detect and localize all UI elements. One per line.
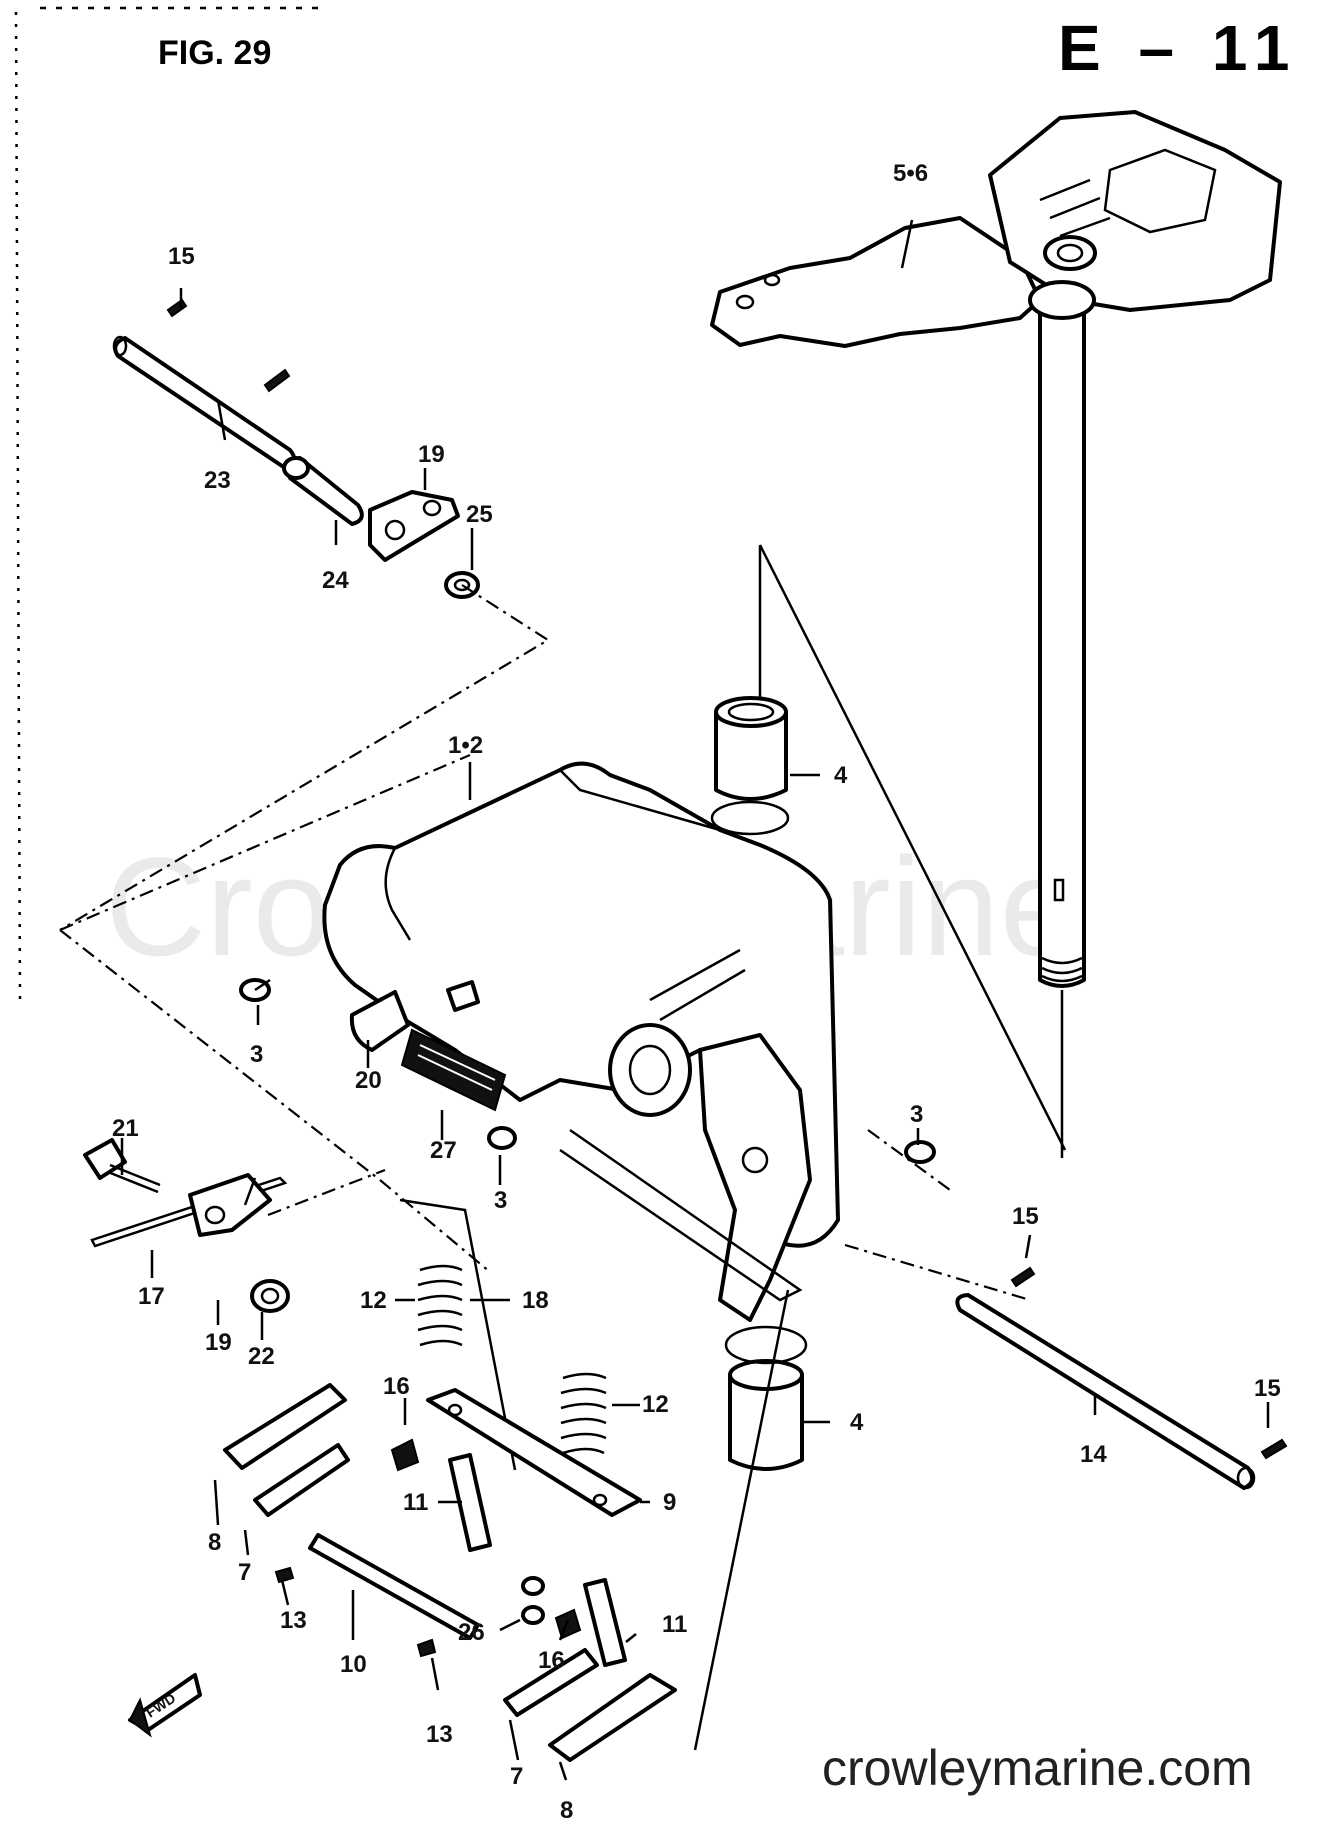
callout-15: 15 [1254, 1375, 1281, 1402]
lower-bush-part [724, 1325, 808, 1471]
callouts: 5•6 15 23 19 25 24 1•2 4 3 20 27 3 3 21 … [112, 160, 1281, 1824]
callout-22: 22 [248, 1343, 275, 1370]
callout-20: 20 [355, 1067, 382, 1094]
callout-3: 3 [250, 1041, 263, 1068]
fwd-arrow-icon: FWD [128, 1673, 202, 1738]
link-11-part [448, 1453, 627, 1667]
rod-18-part [399, 1198, 517, 1471]
lever-plate-bottom-part [503, 1648, 677, 1762]
callout-19: 19 [205, 1329, 232, 1356]
callout-23: 23 [204, 467, 231, 494]
lever-plate-7-8-part [223, 1383, 350, 1517]
callout-17: 17 [138, 1283, 165, 1310]
callout-16: 16 [538, 1647, 565, 1674]
leader-lines [120, 219, 1270, 1781]
callout-15: 15 [1012, 1203, 1039, 1230]
upper-bush-part [710, 696, 790, 836]
callout-13: 13 [280, 1607, 307, 1634]
phantom-lines [59, 544, 1067, 1751]
pin-15-part [1010, 1266, 1288, 1460]
callout-16: 16 [383, 1373, 410, 1400]
caution-label-part [400, 1028, 507, 1112]
callout-3: 3 [910, 1101, 923, 1128]
callout-11: 11 [662, 1611, 687, 1638]
bolt-21-part [83, 1138, 161, 1194]
callout-26: 26 [458, 1619, 485, 1646]
callout-25: 25 [466, 501, 493, 528]
callout-1-2: 1•2 [448, 732, 483, 759]
shaft-14-part [955, 1293, 1256, 1490]
callout-10: 10 [340, 1651, 367, 1678]
callout-12: 12 [642, 1391, 669, 1418]
callout-13: 13 [426, 1721, 453, 1748]
cam-19-part [188, 1173, 272, 1237]
cam-plate-part [368, 490, 460, 562]
bushing-part [282, 456, 364, 526]
callout-5-6: 5•6 [893, 160, 928, 187]
callout-19: 19 [418, 441, 445, 468]
callout-7: 7 [238, 1559, 251, 1586]
spring-part [417, 1264, 607, 1455]
margin-line [14, 11, 22, 1001]
callout-18: 18 [522, 1287, 549, 1314]
callout-11: 11 [403, 1489, 428, 1516]
collar-22-part [250, 1279, 290, 1313]
callout-8: 8 [560, 1797, 573, 1824]
clamp-bracket-part [322, 761, 840, 1322]
callout-21: 21 [112, 1115, 139, 1142]
pivot-shaft-part [112, 335, 297, 472]
figure-label: FIG. 29 [158, 34, 271, 72]
nut-part [390, 1438, 582, 1640]
callout-4: 4 [834, 762, 848, 789]
plate-9-part [426, 1388, 642, 1517]
callout-24: 24 [322, 567, 349, 594]
screw-part [274, 1566, 437, 1658]
callout-7: 7 [510, 1763, 523, 1790]
callout-8: 8 [208, 1529, 221, 1556]
callout-12: 12 [360, 1287, 387, 1314]
callout-14: 14 [1080, 1441, 1107, 1468]
website-text: crowleymarine.com [822, 1740, 1253, 1796]
callout-4: 4 [850, 1409, 864, 1436]
callout-3: 3 [494, 1187, 507, 1214]
swivel-bracket-part [710, 110, 1282, 988]
callout-9: 9 [663, 1489, 676, 1516]
stopper-part [349, 980, 480, 1052]
callout-27: 27 [430, 1137, 457, 1164]
callout-15: 15 [168, 243, 195, 270]
section-code: E – 11 [1058, 12, 1300, 84]
bolt-part [239, 978, 936, 1164]
pin-10-part [308, 1533, 480, 1640]
